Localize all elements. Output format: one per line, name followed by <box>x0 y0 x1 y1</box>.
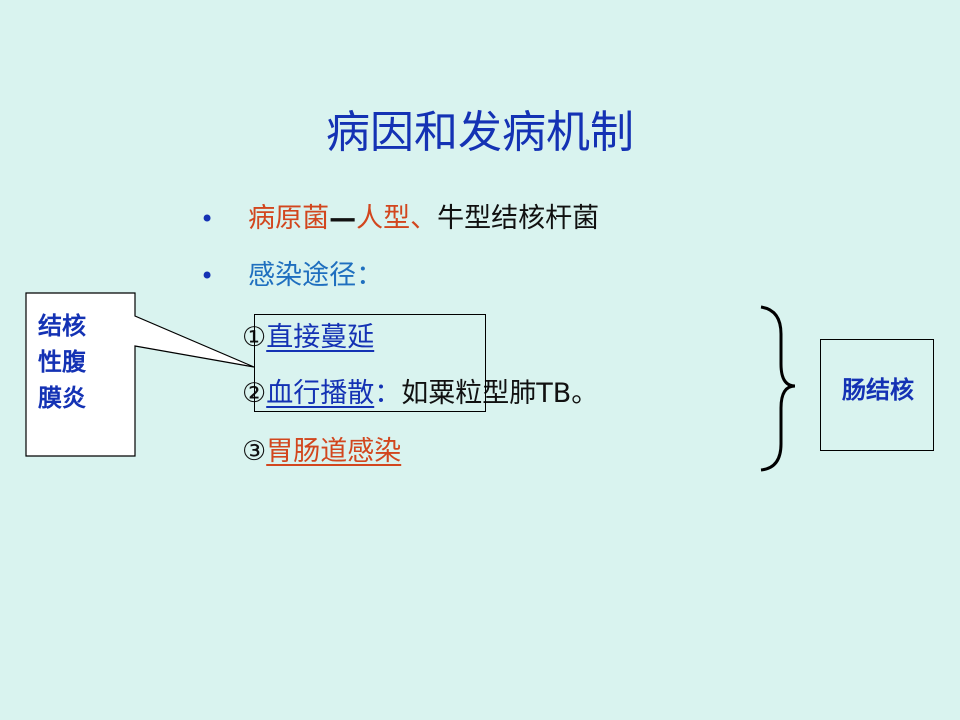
callout-tuberculous-peritonitis: 结核 性腹 膜炎 <box>38 308 118 416</box>
route-gastrointestinal: 胃肠道感染 <box>266 436 402 467</box>
route-hematogenous: 血行播散 <box>266 378 375 409</box>
pathogen-human-type: 人型、 <box>356 203 438 234</box>
route-direct-spread: 直接蔓延 <box>266 322 375 353</box>
pathogen-dash: — <box>329 203 357 234</box>
route-example-suffix: TB。 <box>536 378 599 409</box>
route-item-gi: ③胃肠道感染 <box>242 429 401 468</box>
route-colon: ： <box>374 378 402 409</box>
curly-brace <box>760 305 796 472</box>
route-highlight-box <box>254 314 486 412</box>
bullet-infection-route: • 感染途径： <box>200 253 383 292</box>
pathogen-label: 病原菌 <box>248 203 330 234</box>
route-number: ③ <box>242 436 267 467</box>
bullet-pathogen: • 病原菌—人型、牛型结核杆菌 <box>200 196 599 235</box>
intestinal-tb-label: 肠结核 <box>842 376 914 404</box>
bullet-dot: • <box>200 205 215 233</box>
callout-line: 结核 <box>38 312 86 340</box>
intestinal-tb-box: 肠结核 <box>820 339 934 451</box>
bullet-dot: • <box>200 262 215 290</box>
callout-line: 膜炎 <box>38 384 86 412</box>
infection-route-label: 感染途径： <box>248 260 384 291</box>
pathogen-bovine-type: 牛型结核杆菌 <box>437 203 600 234</box>
page-title: 病因和发病机制 <box>326 107 634 158</box>
callout-line: 性腹 <box>38 348 86 376</box>
route-example-prefix: 如粟粒型肺 <box>401 378 537 409</box>
